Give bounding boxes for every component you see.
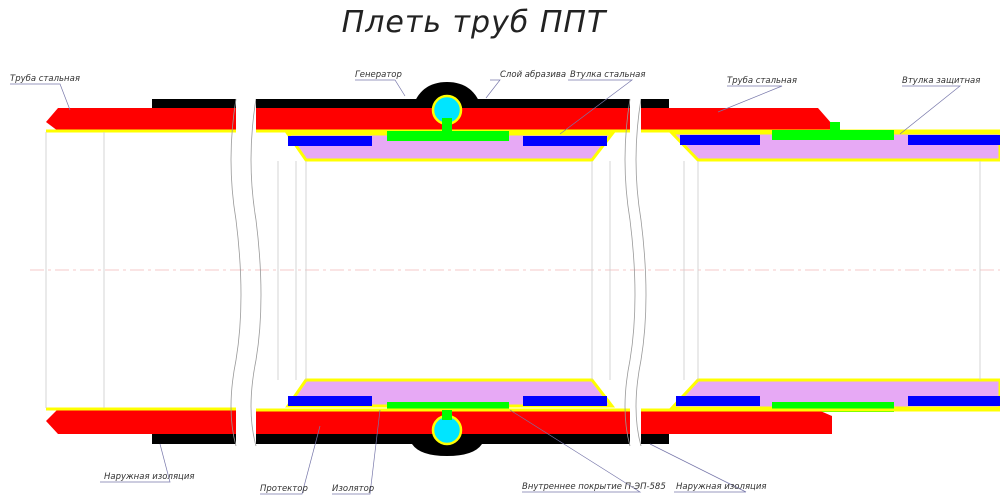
label-pipe-left: Труба стальная <box>10 74 80 84</box>
label-protector: Протектор <box>260 484 308 494</box>
protector-ring-top-left <box>288 136 372 146</box>
label-steel-sleeve: Втулка стальная <box>570 70 645 80</box>
right-pipe-steel-top <box>641 108 832 131</box>
label-inner-coating: Внутреннее покрытие П-ЭП-585 <box>522 482 666 492</box>
right-protector-ring-top-right <box>908 135 1000 145</box>
leader-lines <box>10 79 961 495</box>
left-pipe <box>45 99 236 444</box>
right-pipe-outer-insulation-top <box>641 99 669 109</box>
label-protective-sleeve: Втулка защитная <box>902 76 980 86</box>
label-outer-insulation-right: Наружная изоляция <box>676 482 766 492</box>
protector-ring-top-right <box>523 136 607 146</box>
label-pipe-right: Труба стальная <box>727 76 797 86</box>
label-generator: Генератор <box>355 70 402 80</box>
protector-ring-bottom-left <box>288 396 372 406</box>
label-insulator: Изолятор <box>332 484 374 494</box>
label-outer-insulation-left: Наружная изоляция <box>104 472 194 482</box>
right-protector-ring-bottom-left <box>676 396 760 406</box>
break-line-left-2 <box>250 98 262 447</box>
weld-bulge-bottom <box>412 444 482 456</box>
break-line-right-1 <box>624 98 636 447</box>
right-pipe-outer-insulation-bottom <box>641 434 669 444</box>
insulator-ring-bottom <box>387 402 509 412</box>
right-pipe-steel-bottom <box>641 410 832 434</box>
diagram-title: Плеть труб ППТ <box>342 5 608 40</box>
insulator-ring-top <box>387 131 509 141</box>
abrasive-bead-bottom <box>431 414 463 446</box>
break-line-right-2 <box>635 98 647 447</box>
left-pipe-steel-bottom <box>46 409 236 434</box>
right-pipe <box>641 99 1000 444</box>
right-protector-ring-bottom-right <box>908 396 1000 406</box>
right-insulator-ring-top <box>772 130 894 140</box>
middle-joint <box>256 82 630 456</box>
left-pipe-steel-top <box>46 108 236 131</box>
break-line-left-1 <box>230 98 242 447</box>
left-pipe-outer-insulation-top <box>152 99 236 109</box>
protector-ring-bottom-right <box>523 396 607 406</box>
left-pipe-outer-insulation-bottom <box>152 434 236 444</box>
label-abrasive-layer: Слой абразива <box>500 70 566 80</box>
right-insulator-ring-bottom <box>772 402 894 412</box>
right-protector-ring-top-left <box>680 135 760 145</box>
